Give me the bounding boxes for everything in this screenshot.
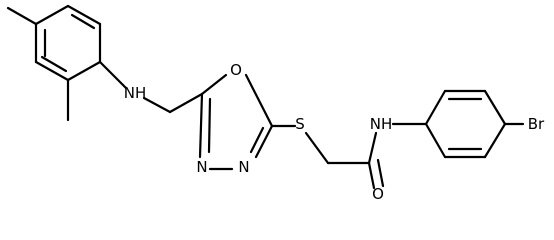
bond xyxy=(483,89,507,126)
bond xyxy=(367,131,378,165)
bond xyxy=(70,13,96,30)
atom-nitrogen-ring-2: N xyxy=(238,158,249,176)
bond xyxy=(6,6,38,26)
bond xyxy=(424,89,447,126)
atom-labels: NH O N N S NH O Br xyxy=(124,61,545,202)
bond xyxy=(98,60,128,90)
bond xyxy=(34,60,70,82)
bond xyxy=(34,4,70,26)
bond xyxy=(66,60,102,82)
bond xyxy=(376,158,385,188)
bond xyxy=(207,97,212,154)
bond xyxy=(249,126,265,154)
bond xyxy=(424,122,447,159)
bond xyxy=(198,92,204,159)
atom-bromine: Br xyxy=(528,115,545,133)
atom-nh-amide: NH xyxy=(370,115,393,133)
bond xyxy=(142,96,172,114)
atom-oxygen-carbonyl: O xyxy=(372,185,384,202)
bond xyxy=(40,55,68,73)
molecule-structure: NH O N N S NH O Br xyxy=(6,4,545,202)
bond xyxy=(244,73,274,128)
atom-oxygen-ring: O xyxy=(230,61,242,79)
bond xyxy=(168,92,204,114)
bond xyxy=(367,161,376,190)
bond xyxy=(483,122,507,159)
atom-nh-amine: NH xyxy=(124,84,147,102)
bond xyxy=(304,131,330,165)
atom-nitrogen-ring-1: N xyxy=(196,158,207,176)
bond xyxy=(200,73,228,96)
bonds xyxy=(6,4,525,190)
bond xyxy=(66,4,102,26)
bond xyxy=(254,124,274,159)
atom-sulfur: S xyxy=(295,115,305,133)
